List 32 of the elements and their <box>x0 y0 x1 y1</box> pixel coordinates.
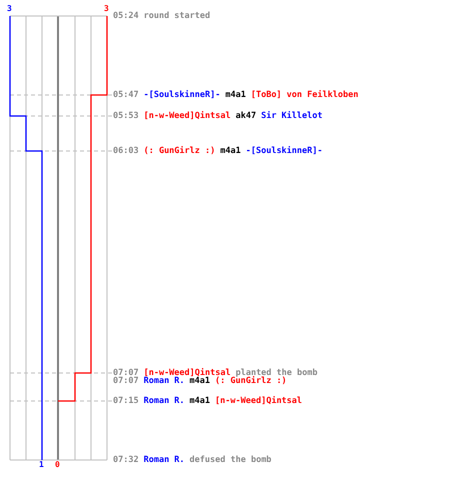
player-name: (: GunGirlz :) <box>144 146 216 156</box>
timestamp: 07:07 <box>113 376 139 386</box>
event-text: round started <box>144 11 210 21</box>
timestamp: 07:07 <box>113 368 139 378</box>
player-name: (: GunGirlz :) <box>215 376 287 386</box>
weapon-name: m4a1 <box>190 396 210 406</box>
player-name: Sir Killelot <box>261 111 322 121</box>
player-name: [ToBo] von Feilkloben <box>250 90 358 100</box>
timestamp: 06:03 <box>113 146 139 156</box>
timestamp: 05:53 <box>113 111 139 121</box>
team-count: 1 <box>39 460 44 469</box>
team-count: 3 <box>7 4 12 13</box>
event-text: defused the bomb <box>190 455 272 465</box>
player-name: -[SoulskinneR]- <box>246 146 322 156</box>
player-name: Roman R. <box>144 455 185 465</box>
team-count: 0 <box>55 460 60 469</box>
weapon-name: m4a1 <box>220 146 241 156</box>
weapon-name: m4a1 <box>225 90 246 100</box>
timestamp: 05:47 <box>113 90 139 100</box>
weapon-name: m4a1 <box>190 376 210 386</box>
player-name: Roman R. <box>144 396 185 406</box>
player-name: -[SoulskinneR]- <box>144 90 220 100</box>
timestamp: 07:15 <box>113 396 139 406</box>
player-name: [n-w-Weed]Qintsal <box>144 368 231 378</box>
event-text: planted the bomb <box>236 368 318 378</box>
player-name: Roman R. <box>144 376 185 386</box>
team-count: 3 <box>104 4 109 13</box>
player-name: [n-w-Weed]Qintsal <box>144 111 231 121</box>
weapon-name: ak47 <box>236 111 256 121</box>
timestamp: 07:32 <box>113 455 139 465</box>
timestamp: 05:24 <box>113 11 139 21</box>
player-name: [n-w-Weed]Qintsal <box>215 396 302 406</box>
